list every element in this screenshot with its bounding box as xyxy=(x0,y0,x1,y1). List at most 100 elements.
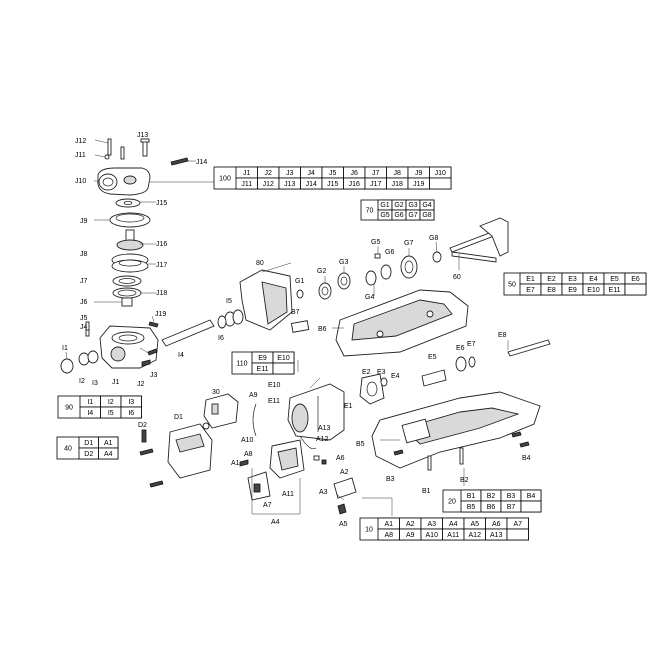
label-a3: A3 xyxy=(319,489,328,496)
label-e11: E11 xyxy=(268,398,280,405)
table-cell-label: J12 xyxy=(263,181,274,188)
label-b2: B2 xyxy=(460,477,469,484)
label-j15: J15 xyxy=(156,200,167,207)
label-e6: E6 xyxy=(456,345,465,352)
label-d1: D1 xyxy=(174,414,183,421)
table-cell xyxy=(429,177,452,190)
table-cell-label: A8 xyxy=(384,532,393,539)
table-group-number: 70 xyxy=(366,208,374,215)
label-j5: J5 xyxy=(80,315,88,322)
table-cell-label: J1 xyxy=(243,170,251,177)
part-j10-eye xyxy=(98,173,118,191)
label-g4: G4 xyxy=(365,294,374,301)
label-a11: A11 xyxy=(282,491,294,498)
label-g3: G3 xyxy=(339,259,348,266)
part-a6-spring xyxy=(313,455,320,461)
label-g8: G8 xyxy=(429,235,438,242)
table-group-number: 50 xyxy=(508,282,516,289)
part-j3-screw xyxy=(147,348,158,356)
label-a5: A5 xyxy=(339,521,348,528)
table-cell xyxy=(506,528,529,541)
part-e7-washer xyxy=(468,356,476,368)
table-cell xyxy=(419,209,435,221)
part-60-bracket xyxy=(449,231,495,253)
label-80: 80 xyxy=(256,260,264,267)
part-j6-bushing xyxy=(121,297,133,307)
table-cell-label: I1 xyxy=(87,399,93,406)
table-cell-label: A6 xyxy=(492,521,501,528)
part-j11-pin xyxy=(120,146,125,160)
table-cell-label: A10 xyxy=(426,532,439,539)
label-i5: I5 xyxy=(226,298,232,305)
table-cell-label: D2 xyxy=(84,451,93,458)
part-b4-screw xyxy=(511,431,522,438)
part-b7-label xyxy=(290,320,310,333)
label-a7: A7 xyxy=(263,502,272,509)
label-j17: J17 xyxy=(156,262,167,269)
part-e3-nut xyxy=(380,377,388,387)
table-cell-label: G5 xyxy=(380,212,389,219)
label-b7: B7 xyxy=(291,309,300,316)
table-cell-label: I5 xyxy=(108,410,114,417)
label-i3: I3 xyxy=(92,380,98,387)
table-group-number: 90 xyxy=(65,405,73,412)
table-cell-label: E2 xyxy=(547,276,556,283)
table-cell-label: G1 xyxy=(380,202,389,209)
table-cell-label: J4 xyxy=(308,170,316,177)
part-j2-screw xyxy=(141,359,151,367)
table-cell-label: B4 xyxy=(527,493,536,500)
table-cell-label: E11 xyxy=(609,287,621,294)
label-j4: J4 xyxy=(80,324,88,331)
label-a10: A10 xyxy=(241,437,254,444)
table-cell-label: B1 xyxy=(467,493,476,500)
label-30: 30 xyxy=(212,389,220,396)
part-j14-screw xyxy=(170,157,189,166)
part-g7-gear xyxy=(400,255,418,279)
label-e7: E7 xyxy=(467,341,476,348)
table-cell xyxy=(520,500,542,513)
table-cell xyxy=(120,406,142,419)
part-j9-plate xyxy=(109,212,151,228)
label-i1: I1 xyxy=(62,345,68,352)
part-g8-ring xyxy=(432,251,442,263)
table-cell-label: A13 xyxy=(490,532,503,539)
table-cell-label: J17 xyxy=(370,181,381,188)
label-j16: J16 xyxy=(156,241,167,248)
battery-adapter-drawing xyxy=(139,423,213,488)
table-cell-label: J9 xyxy=(415,170,423,177)
table-cell-label: E5 xyxy=(610,276,619,283)
part-a3-lever xyxy=(333,477,357,499)
table-cell-label: J6 xyxy=(351,170,359,177)
table-cell-label: B6 xyxy=(487,504,496,511)
table-cell-label: J16 xyxy=(349,181,360,188)
part-j13-screw-head xyxy=(140,138,150,143)
label-j2: J2 xyxy=(137,381,145,388)
label-i2: I2 xyxy=(79,378,85,385)
head-assembly-drawing xyxy=(60,138,244,374)
label-a9: A9 xyxy=(249,392,258,399)
label-j14: J14 xyxy=(196,159,207,166)
label-j12: J12 xyxy=(75,138,86,145)
part-j4-pin xyxy=(85,329,90,337)
table-cell-label: E1 xyxy=(526,276,535,283)
table-cell xyxy=(624,283,647,296)
part-i3-seal xyxy=(87,350,99,364)
label-e3: E3 xyxy=(377,369,386,376)
label-a1: A1 xyxy=(231,460,240,467)
table-group-number: 10 xyxy=(365,527,373,534)
table-cell-label: E8 xyxy=(547,287,556,294)
label-j1: J1 xyxy=(112,379,120,386)
label-b6: B6 xyxy=(318,326,327,333)
table-cell-label: I2 xyxy=(108,399,114,406)
label-a13: A13 xyxy=(318,425,331,432)
table-cell xyxy=(272,362,295,375)
label-j3: J3 xyxy=(150,372,158,379)
table-cell-label: I3 xyxy=(128,399,134,406)
table-cell-label: E3 xyxy=(568,276,577,283)
table-cell-label: B5 xyxy=(467,504,476,511)
